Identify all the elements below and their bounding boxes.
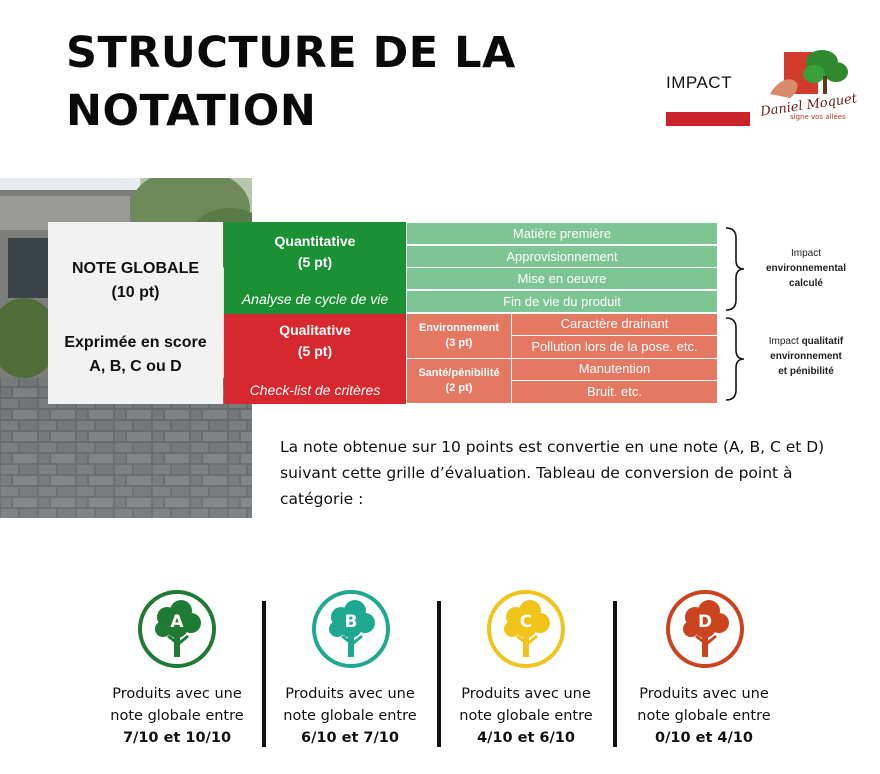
conversion-description: La note obtenue sur 10 points est conver…	[280, 438, 825, 508]
score-summary-box	[48, 222, 223, 404]
qualitative-title: Qualitative	[279, 322, 351, 338]
score-c-badge-icon: C	[487, 590, 565, 668]
category-divider	[437, 601, 441, 747]
quantitative-cell: Quantitative (5 pt) Analyse de cycle de …	[224, 222, 406, 314]
quantitative-row: Mise en oeuvre	[407, 268, 717, 289]
qualitative-row: Bruit. etc.	[512, 381, 717, 403]
score-d-badge-icon: D	[666, 590, 744, 668]
qualitative-row: Pollution lors de la pose. etc.	[512, 336, 717, 358]
quantitative-row: Matière première	[407, 223, 717, 244]
qualitative-group-sante: Santé/pénibilité (2 pt)	[407, 359, 511, 403]
page-title: STRUCTURE DE LA NOTATION	[66, 28, 516, 136]
impact-label: IMPACT	[666, 73, 732, 92]
brace-top	[725, 227, 745, 311]
side-label-qualitative: Impact qualitatif environnement et pénib…	[768, 336, 844, 377]
qualitative-cell: Qualitative (5 pt) Check-list de critère…	[224, 314, 406, 404]
category-divider	[262, 601, 266, 747]
svg-text:A: A	[170, 612, 184, 632]
score-expression-label: Exprimée en score A, B, C ou D	[64, 334, 207, 375]
quantitative-points: (5 pt)	[297, 254, 333, 270]
quantitative-row: Approvisionnement	[407, 246, 717, 267]
qualitative-row: Manutention	[512, 359, 717, 380]
impact-bar	[666, 112, 750, 126]
svg-text:B: B	[345, 612, 358, 632]
quantitative-subtitle: Analyse de cycle de vie	[241, 291, 389, 307]
score-b-badge-icon: B	[312, 590, 390, 668]
qualitative-points: (5 pt)	[297, 343, 333, 359]
svg-text:D: D	[698, 612, 712, 632]
note-globale-label: NOTE GLOBALE (10 pt)	[71, 260, 200, 301]
qualitative-row: Caractère drainant	[512, 314, 717, 335]
logo-tagline: signe vos allées	[790, 113, 846, 121]
category-divider	[613, 601, 617, 747]
daniel-moquet-logo	[770, 50, 848, 98]
qualitative-subtitle: Check-list de critères	[249, 382, 381, 398]
qualitative-group-environnement: Environnement (3 pt)	[407, 314, 511, 358]
quantitative-title: Quantitative	[274, 233, 356, 249]
brace-bottom	[725, 317, 745, 401]
side-label-environmental: Impact environnemental calculé	[765, 248, 847, 289]
score-a-badge-icon: A	[138, 590, 216, 668]
quantitative-row: Fin de vie du produit	[407, 291, 717, 312]
svg-text:C: C	[520, 612, 532, 632]
